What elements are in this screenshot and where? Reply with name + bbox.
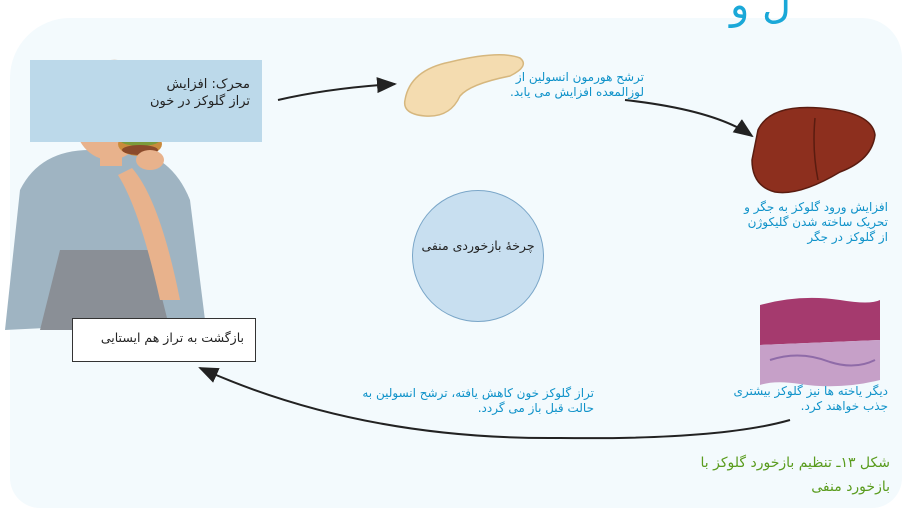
arrow-return — [198, 367, 791, 440]
step-return-label: تراز گلوکز خون کاهش یافته، ترشح انسولین … — [362, 386, 594, 415]
step-pancreas-label: ترشح هورمون انسولین از لوزالمعده افزایش … — [510, 70, 644, 99]
return-box — [72, 318, 256, 362]
arrow-to-pancreas — [277, 77, 397, 101]
step-liver-label: افزایش ورود گلوکز به جگر و تحریک ساخته ش… — [744, 200, 888, 244]
pancreas-illustration — [403, 54, 525, 117]
feedback-cycle-label: چرخهٔ بازخوردی منفی — [421, 238, 535, 253]
arrow-to-liver — [624, 99, 754, 138]
return-label: بازگشت به تراز هم ایستایی — [100, 330, 244, 345]
trigger-label: محرک: افزایش تراز گلوکز در خون — [149, 77, 250, 109]
title-fragment: ل و — [730, 0, 792, 28]
step-tissue-label: دیگر یاخته ها نیز گلوکز بیشتری جذب خواهن… — [733, 384, 888, 413]
liver-illustration — [751, 106, 876, 194]
trigger-box — [30, 60, 262, 142]
figure-caption-line1: شکل ۱۳ـ تنظیم بازخورد گلوکز با — [700, 455, 890, 471]
feedback-cycle-circle — [412, 190, 544, 322]
figure-caption-line2: بازخورد منفی — [811, 479, 890, 495]
tissue-illustration — [760, 297, 880, 387]
